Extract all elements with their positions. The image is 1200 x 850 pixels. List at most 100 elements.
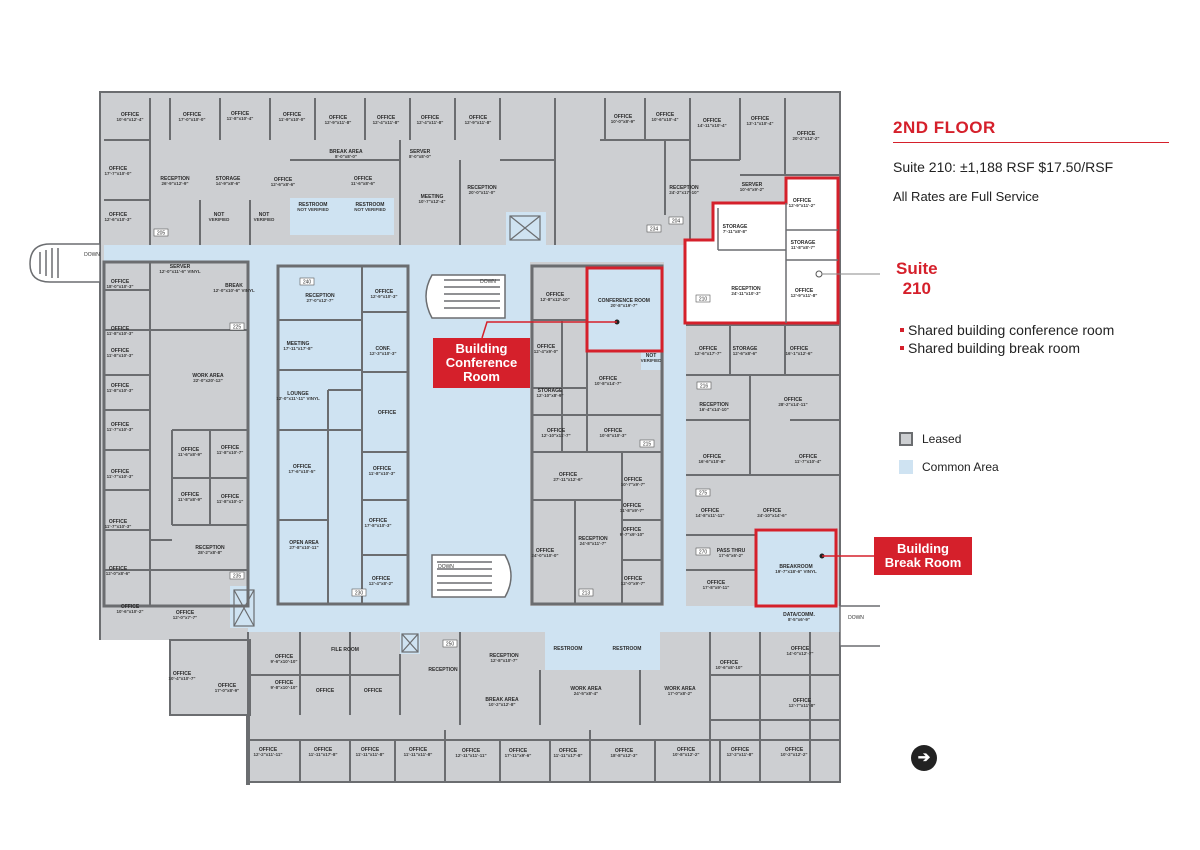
suite-pricing: Suite 210: ±1,188 RSF $17.50/RSF <box>893 159 1114 175</box>
building-break-room-callout: Building Break Room <box>874 537 972 575</box>
suite-number: 250 <box>446 642 455 648</box>
building-conference-room-callout: Building Conference Room <box>433 338 530 388</box>
room-label: OFFICE <box>378 410 397 416</box>
room-label: RECEPTION <box>428 667 458 673</box>
room-label: OFFICE <box>364 688 383 694</box>
legend-item-leased: Leased <box>899 430 999 448</box>
callout-line: Room <box>463 369 500 384</box>
suite-number: 235 <box>233 574 242 580</box>
room-label: OFFICE <box>316 688 335 694</box>
building-notch-wing <box>169 639 251 716</box>
room-label: FILE ROOM <box>331 647 359 653</box>
suite-210-marker <box>815 270 823 278</box>
suite-210-label: Suite 210 <box>896 259 938 299</box>
room-label: CONF.12'-3"x10'-3" <box>370 346 397 356</box>
suite-number: 204 <box>672 219 681 225</box>
suite-number: 240 <box>303 280 312 286</box>
legend-item-common: Common Area <box>899 458 999 476</box>
stair-down-label: DOWN <box>84 252 100 258</box>
conference-room-highlight <box>585 266 664 353</box>
suite-number-tags: 205 225 235 240 230 210 215 213 234 204 … <box>153 216 712 648</box>
suite-number: 230 <box>355 591 364 597</box>
stair-north <box>425 274 506 319</box>
suite-number: 234 <box>650 227 659 233</box>
suite-label-line1: Suite <box>896 259 938 278</box>
stair-down-label: DOWN <box>480 279 496 285</box>
north-arrow-icon: ➔ <box>911 745 937 771</box>
suite-number: 225 <box>233 325 242 331</box>
suite-number: 210 <box>699 297 708 303</box>
callout-line: Break Room <box>884 555 962 570</box>
suite-number: 275 <box>699 491 708 497</box>
suite-number: 270 <box>699 550 708 556</box>
callout-line: Building <box>455 341 508 356</box>
suite-label-line2: 210 <box>902 279 931 298</box>
stair-south <box>431 554 512 598</box>
stair-down-label: DOWN <box>438 564 454 570</box>
